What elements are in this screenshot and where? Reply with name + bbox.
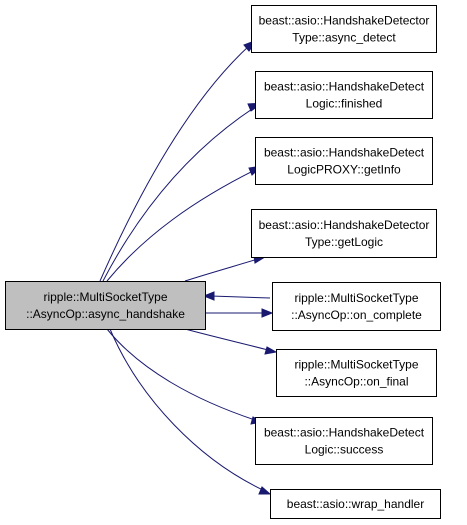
node-getlogic-box [251,209,437,258]
edge-from-on-complete [210,295,271,299]
node-async-detect-box [251,5,437,53]
node-finished-label-line-1: beast::asio::HandshakeDetect [264,80,425,94]
node-wrap-handler[interactable]: beast::asio::wrap_handler [270,489,441,519]
arrowhead-wrap-handler [258,486,272,495]
node-on-final-label-line-1: ripple::MultiSocketType [294,358,418,372]
node-wrap-handler-box [270,489,441,519]
node-async-detect[interactable]: beast::asio::HandshakeDetectorType::asyn… [251,5,437,53]
edges [99,38,278,495]
edge-to-success [106,328,256,421]
edge-to-async-detect [99,44,251,282]
node-async-detect-label-line-2: Type::async_detect [292,31,396,45]
edge-to-getinfo [106,169,256,282]
node-async-detect-label-line-1: beast::asio::HandshakeDetector [259,14,430,28]
node-success-label-line-2: Logic::success [305,443,384,457]
node-getlogic[interactable]: beast::asio::HandshakeDetectorType::getL… [251,209,437,258]
node-finished[interactable]: beast::asio::HandshakeDetectLogic::finis… [255,71,433,119]
node-on-complete-label-line-1: ripple::MultiSocketType [294,291,418,305]
edge-to-on-final [184,328,269,351]
node-getlogic-label-line-2: Type::getLogic [305,235,383,249]
node-getinfo-box [255,137,433,185]
node-finished-label-line-2: Logic::finished [306,97,383,111]
node-on-complete-box [272,282,441,331]
node-success-label-line-1: beast::asio::HandshakeDetect [264,426,425,440]
node-on-complete[interactable]: ripple::MultiSocketType::AsyncOp::on_com… [272,282,441,331]
nodes: ripple::MultiSocketType::AsyncOp::async_… [5,5,441,519]
node-on-complete-label-line-2: ::AsyncOp::on_complete [291,308,422,322]
node-getlogic-label-line-1: beast::asio::HandshakeDetector [259,218,430,232]
arrowhead-on-complete-return [202,291,215,301]
node-wrap-handler-label-line-1: beast::asio::wrap_handler [287,497,424,511]
node-on-final[interactable]: ripple::MultiSocketType::AsyncOp::on_fin… [276,349,437,397]
node-async-handshake-label-line-2: ::AsyncOp::async_handshake [26,307,185,321]
node-finished-box [255,71,433,119]
arrowhead-on-complete [261,308,274,318]
node-async-handshake[interactable]: ripple::MultiSocketType::AsyncOp::async_… [5,281,206,330]
edge-to-wrap-handler [109,328,264,491]
node-getinfo[interactable]: beast::asio::HandshakeDetectLogicPROXY::… [255,137,433,185]
node-on-final-label-line-2: ::AsyncOp::on_final [304,375,408,389]
node-getinfo-label-line-1: beast::asio::HandshakeDetect [264,146,425,160]
node-success-box [255,417,433,465]
node-on-final-box [276,349,437,397]
node-success[interactable]: beast::asio::HandshakeDetectLogic::succe… [255,417,433,465]
edge-to-getlogic [184,258,259,282]
node-getinfo-label-line-2: LogicPROXY::getInfo [287,163,401,177]
node-async-handshake-label-line-1: ripple::MultiSocketType [43,290,167,304]
node-async-handshake-box [5,281,206,330]
edge-to-finished [102,106,256,282]
arrowhead-on-final [264,346,278,355]
